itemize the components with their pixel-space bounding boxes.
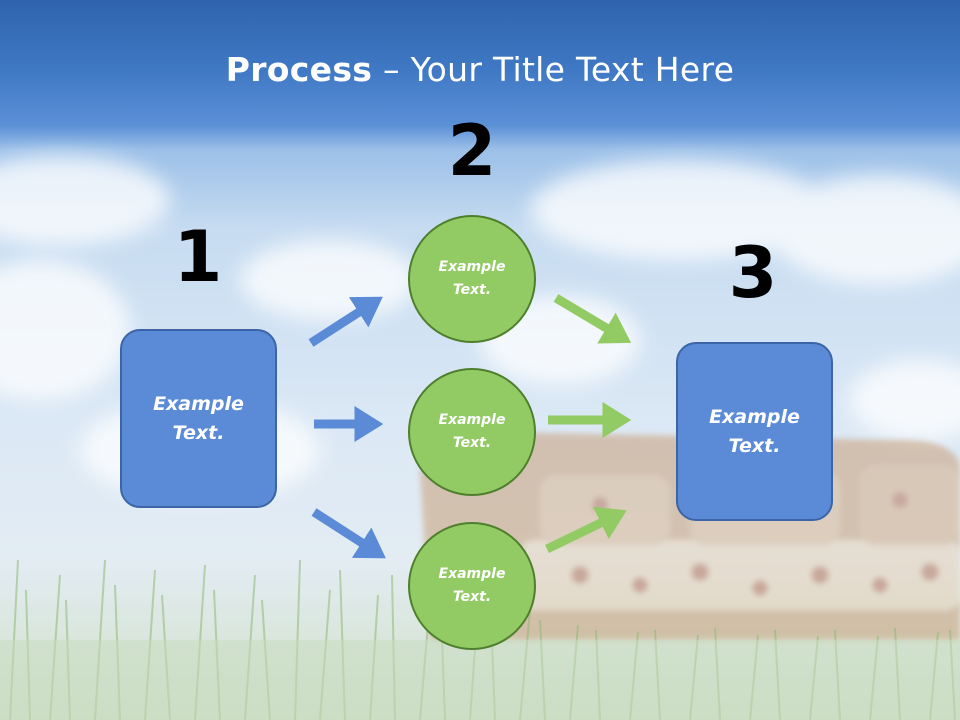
slide-title: Process – Your Title Text Here bbox=[0, 50, 960, 89]
arrow-green-up bbox=[545, 506, 627, 554]
circle-bottom-line2: Text. bbox=[452, 589, 492, 605]
arrow-blue-down bbox=[311, 508, 386, 559]
title-rest: – Your Title Text Here bbox=[372, 50, 735, 89]
step-1-text-line1: Example bbox=[153, 392, 244, 415]
arrow-green-down bbox=[553, 294, 632, 344]
step-1-text-line2: Text. bbox=[172, 421, 225, 444]
step-number-1: 1 bbox=[173, 216, 223, 298]
circle-middle-line2: Text. bbox=[452, 435, 492, 451]
arrow-blue-up bbox=[308, 296, 383, 347]
circle-middle-line1: Example bbox=[438, 412, 506, 428]
circle-bottom-line1: Example bbox=[438, 566, 506, 582]
step-3-text-line2: Text. bbox=[728, 434, 781, 457]
title-bold: Process bbox=[225, 50, 373, 89]
step-number-3: 3 bbox=[728, 232, 778, 314]
circle-top-line2: Text. bbox=[452, 282, 492, 298]
circle-top-line1: Example bbox=[438, 259, 506, 275]
step-3-text-line1: Example bbox=[709, 405, 800, 428]
step-number-2: 2 bbox=[447, 110, 497, 192]
